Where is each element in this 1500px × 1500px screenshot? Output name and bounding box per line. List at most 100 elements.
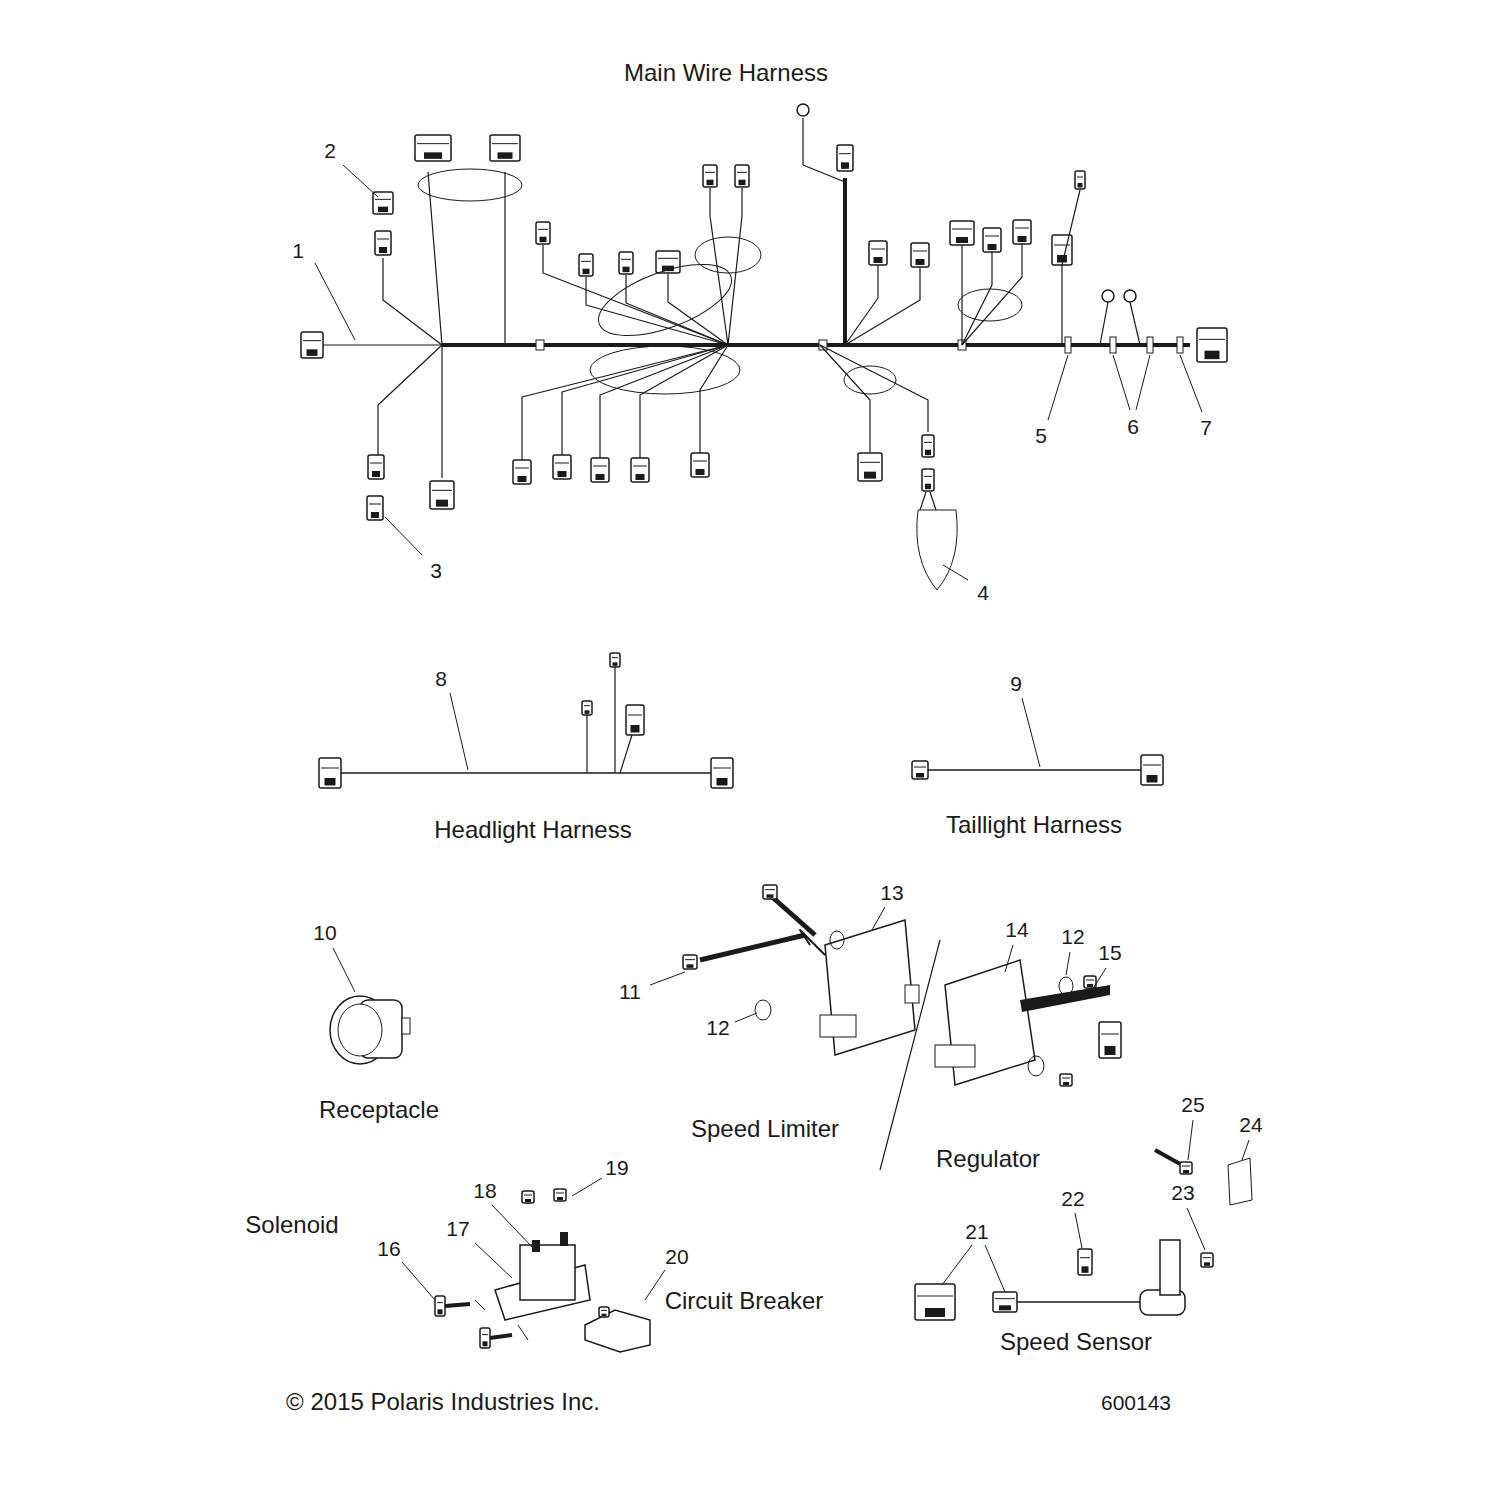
- callout-number: 15: [1096, 941, 1123, 964]
- callout-number: 14: [1003, 918, 1030, 941]
- bundle-ellipse: [958, 289, 1022, 321]
- connector-symbol: [375, 231, 391, 255]
- connector-symbol: [579, 254, 593, 276]
- leader-line: [1136, 355, 1150, 410]
- bolt-head: [683, 955, 697, 969]
- wire: [586, 712, 587, 773]
- connector-symbol: [922, 435, 934, 457]
- callout-number: 7: [1198, 416, 1214, 439]
- connector-symbol: [869, 241, 887, 265]
- callout-number: 11: [617, 980, 643, 1003]
- wire: [820, 345, 928, 432]
- screw-symbol: [445, 1304, 470, 1306]
- receptacle-symbol: [330, 996, 410, 1064]
- wire: [845, 265, 878, 345]
- leader-line: [1066, 952, 1070, 975]
- callout-number: 22: [1059, 1187, 1086, 1210]
- callout-number: 4: [975, 581, 991, 604]
- divider-line: [880, 940, 940, 1170]
- callout-number: 18: [471, 1179, 498, 1202]
- leader-line: [475, 1243, 512, 1278]
- callout-number: 23: [1169, 1181, 1196, 1204]
- washer-symbol: [755, 1000, 771, 1020]
- harness-clip: [1147, 337, 1153, 353]
- leader-line: [1092, 968, 1106, 990]
- wire: [803, 118, 845, 182]
- leader-line: [343, 165, 378, 197]
- wire: [378, 345, 442, 455]
- connector-symbol: [691, 453, 709, 477]
- bundle-ellipse: [844, 366, 896, 394]
- wire: [962, 252, 992, 345]
- callout-number: 25: [1179, 1093, 1206, 1116]
- connector-symbol: [367, 496, 383, 520]
- part-label: Solenoid: [243, 1212, 340, 1238]
- nut-symbol: [599, 1307, 609, 1317]
- wire: [961, 245, 962, 345]
- connector-symbol: [490, 135, 520, 161]
- leader-line: [1075, 1213, 1082, 1248]
- connector-symbol: [950, 221, 974, 245]
- wire: [845, 267, 920, 345]
- connector-symbol: [1013, 220, 1031, 244]
- ring-terminal: [797, 104, 809, 116]
- part-label: Receptacle: [317, 1097, 441, 1123]
- callout-number: 12: [1059, 925, 1086, 948]
- ring-terminal: [1124, 290, 1136, 302]
- wire: [620, 735, 632, 773]
- connector-symbol: [915, 1284, 955, 1320]
- wire: [475, 1300, 485, 1310]
- leader-line: [385, 517, 422, 555]
- bolt-head: [763, 885, 777, 899]
- leader-line: [872, 907, 885, 930]
- callout-number: 17: [444, 1217, 471, 1240]
- connector-symbol: [536, 222, 550, 244]
- connector-symbol: [513, 460, 531, 484]
- wire: [962, 244, 1022, 345]
- leader-line: [450, 693, 468, 770]
- harness-clip: [1177, 337, 1183, 353]
- connector-symbol: [983, 228, 1001, 252]
- callout-number: 21: [963, 1220, 990, 1243]
- harness-clip: [1065, 337, 1071, 353]
- callout-number: 1: [290, 239, 306, 262]
- wire: [1130, 302, 1140, 345]
- connector-symbol: [582, 701, 592, 715]
- tie-symbol: [1155, 1150, 1182, 1165]
- wire: [700, 345, 728, 453]
- connector-symbol: [1075, 171, 1085, 189]
- leader-line: [492, 1205, 535, 1250]
- part-label: Speed Limiter: [689, 1116, 841, 1142]
- wire: [820, 345, 870, 452]
- wire: [614, 665, 615, 773]
- bolt-symbol: [1078, 1249, 1092, 1275]
- leader-line: [1187, 1208, 1205, 1250]
- callout-number: 20: [663, 1245, 690, 1268]
- nut-symbol: [554, 1189, 566, 1201]
- nut-symbol: [522, 1191, 534, 1203]
- part-label: Taillight Harness: [944, 812, 1124, 838]
- callout-number: 13: [878, 881, 905, 904]
- connector-symbol: [415, 135, 451, 161]
- wire: [312, 344, 442, 345]
- wire: [1062, 190, 1080, 265]
- connector-symbol: [858, 453, 882, 481]
- callout-number: 9: [1008, 672, 1024, 695]
- wire: [441, 345, 442, 478]
- connector-symbol: [319, 758, 341, 788]
- wire: [920, 492, 926, 510]
- leader-line: [1005, 945, 1013, 972]
- connector-symbol: [631, 458, 649, 482]
- wire: [335, 772, 720, 774]
- harness-trunk: [442, 343, 1190, 347]
- wire: [600, 345, 728, 458]
- leader-line: [942, 1245, 972, 1285]
- screw-symbol: [490, 1335, 512, 1338]
- washer-symbol: [1028, 1056, 1044, 1076]
- connector-symbol: [837, 145, 853, 171]
- harness-clip: [536, 340, 544, 350]
- connector-symbol: [703, 165, 717, 187]
- wire: [522, 345, 728, 460]
- wire: [518, 1325, 528, 1340]
